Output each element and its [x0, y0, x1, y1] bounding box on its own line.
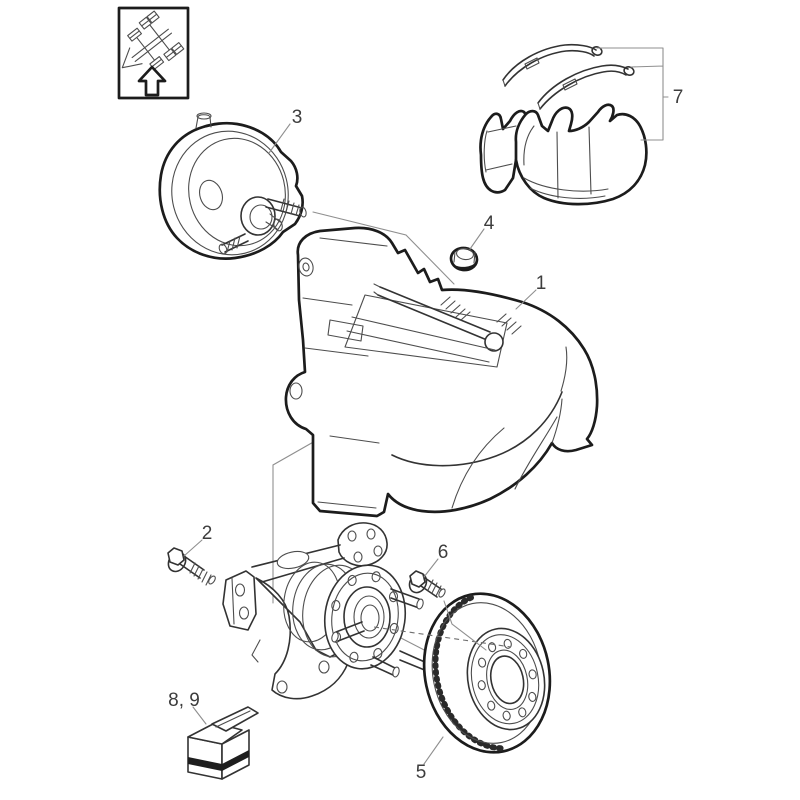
pad-spring-upper [502, 43, 603, 87]
disc-vent-scallops [432, 594, 507, 752]
callout-label-8-9: 8, 9 [168, 690, 200, 711]
knuckle-left-flange [222, 570, 257, 631]
callout-label-5: 5 [416, 762, 427, 783]
callout-label-4: 4 [484, 213, 495, 234]
callout-label-7: 7 [673, 87, 684, 108]
bolt-6-head [409, 570, 426, 588]
arm-flange [337, 522, 388, 567]
chamber-stud-upper [265, 198, 307, 218]
vehicle-position-inset [117, 6, 190, 100]
callout-label-2: 2 [202, 523, 213, 544]
disc-hat [466, 627, 546, 731]
brake-chamber-drawing [158, 112, 307, 260]
up-arrow-icon [137, 65, 167, 97]
disc-center-bore [489, 655, 525, 705]
caliper-guide-pin [484, 332, 504, 352]
pad-spring-lower [537, 64, 635, 110]
chamber-body-outline [158, 121, 304, 260]
pad-front-outline [514, 103, 648, 206]
callout-leader-lines [183, 123, 537, 765]
callout-7-bracket [596, 47, 669, 141]
chamber-stud-lower [218, 233, 249, 255]
bolt-2-head [167, 547, 185, 566]
callout-labels: 1 2 3 4 5 6 7 8, 9 [168, 87, 683, 783]
retaining-bolt-6-drawing [408, 570, 446, 598]
pad-front [514, 103, 648, 206]
mounting-bolt-2-drawing [167, 547, 216, 586]
callout-label-6: 6 [438, 542, 449, 563]
kit-box-drawing [187, 706, 259, 780]
callout-label-3: 3 [292, 107, 303, 128]
brake-pad-kit-drawing [479, 43, 669, 206]
chamber-nut-drawing [449, 246, 479, 272]
knuckle-hub-drawing [222, 522, 499, 700]
left-flange-outline [222, 570, 257, 631]
steering-arm [251, 522, 388, 583]
hub-bearing-cap [343, 586, 391, 648]
callout-label-1: 1 [536, 273, 547, 294]
brake-disc-drawing [373, 592, 552, 754]
brake-caliper-drawing [284, 226, 599, 518]
knuckle-body [255, 577, 349, 700]
